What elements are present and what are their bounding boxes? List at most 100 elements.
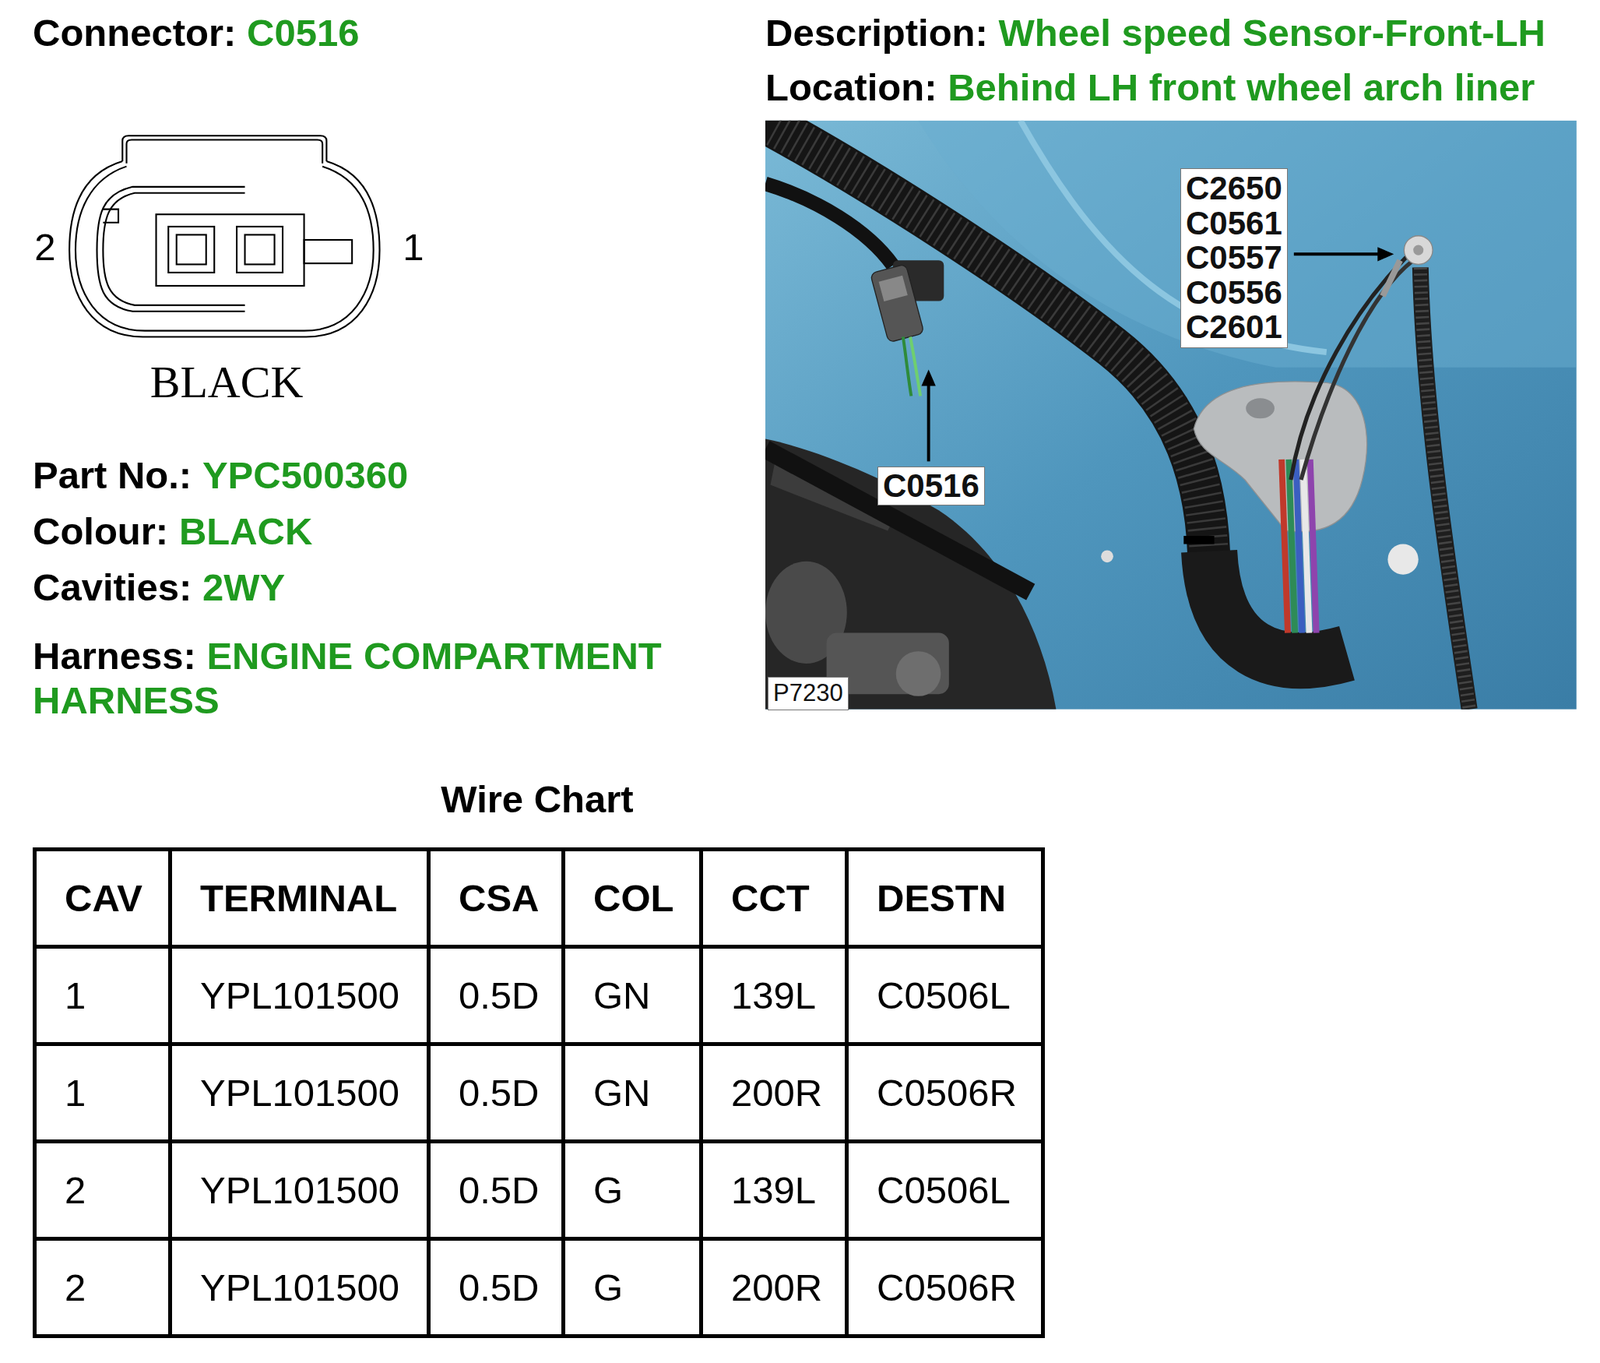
cell-value: G <box>593 1265 623 1309</box>
header-cell: CAV <box>35 849 171 947</box>
cell-value: 1 <box>64 1071 86 1114</box>
illustration-part <box>1209 551 1347 661</box>
cell-value: 1 <box>64 974 86 1017</box>
field-name: Harness: <box>32 634 197 677</box>
callout-text: C2650 C0561 C0557 C0556 C2601 <box>1185 171 1283 345</box>
illustration-part <box>1403 235 1433 265</box>
cell-value: 139L <box>731 974 816 1017</box>
illustration-part <box>765 120 1577 710</box>
table-cell: G <box>563 1238 702 1337</box>
cell-value: 0.5D <box>458 974 540 1017</box>
cell-value: 200R <box>731 1265 823 1309</box>
info-row: Part No.:YPC500360 <box>32 453 734 498</box>
table-cell: 0.5D <box>429 1141 564 1239</box>
illustration-part <box>1387 544 1418 575</box>
table-title: Wire Chart <box>440 777 633 821</box>
table-cell: 1 <box>35 946 171 1045</box>
field-name: Cavities: <box>32 566 192 609</box>
info-row: Location:Behind LH front wheel arch line… <box>765 65 1596 110</box>
illustration-part <box>1382 260 1400 296</box>
cell-value: 2 <box>64 1168 86 1211</box>
drawing-group <box>69 120 1577 710</box>
field-name: Location: <box>765 66 937 109</box>
table-cell: 2 <box>35 1141 171 1239</box>
illustration-part <box>1420 267 1470 709</box>
table-cell: YPL101500 <box>170 1141 430 1239</box>
table-cell: 2 <box>35 1238 171 1337</box>
data-row: 1YPL1015000.5DGN139LC0506L <box>35 946 1044 1045</box>
info-row: Harness:ENGINE COMPARTMENT HARNESS <box>32 633 734 723</box>
header-row: CAV TERMINAL CSA COL CCT DESTN <box>35 849 1044 947</box>
cell-value: 139L <box>731 1168 816 1211</box>
wire-chart: CAVTERMINALCSACOLCCTDESTN1YPL1015000.5DG… <box>32 847 1045 1338</box>
column-heading: CAV <box>64 876 143 919</box>
data-row: 1 YPL101500 0.5D GN 200RC0506R <box>35 1044 1044 1142</box>
field-value: 2WY <box>202 566 285 609</box>
table-cell: 200R <box>701 1044 848 1142</box>
header-cell: CSA <box>429 849 564 947</box>
column-heading: TERMINAL <box>200 876 398 919</box>
illustration-part <box>775 127 1210 572</box>
table-cell: 0.5D <box>429 1238 564 1337</box>
column-heading: CSA <box>458 876 539 919</box>
illustration-part <box>168 226 215 273</box>
illustration-part <box>1183 535 1214 544</box>
info-row: Description:Wheel speed Sensor-Front-LH <box>765 10 1596 56</box>
cell-value: 0.5D <box>458 1071 540 1114</box>
column-heading: COL <box>593 876 674 919</box>
illustration-part <box>870 263 925 343</box>
illustration-part <box>97 186 246 312</box>
table-cell: YPL101500 <box>170 1044 430 1142</box>
callout-text: C0516 <box>882 469 980 503</box>
table-cell: C0506R <box>847 1044 1044 1142</box>
connector-colour: BLACK <box>150 356 304 409</box>
table-cell: 1 <box>35 1044 171 1142</box>
info-row: Connector:C0516 <box>32 10 734 56</box>
illustration-part <box>1301 260 1414 480</box>
table-cell: YPL101500 <box>170 946 430 1045</box>
illustration-part <box>102 209 119 223</box>
cell-value: GN <box>593 1071 651 1114</box>
cell-value: 0.5D <box>458 1168 540 1211</box>
header-cell: DESTN <box>847 849 1044 947</box>
illustration-part <box>1310 459 1317 633</box>
column-heading: CCT <box>731 876 810 919</box>
illustration-part <box>1377 246 1394 261</box>
illustration-part <box>765 439 1057 710</box>
illustration-part <box>927 382 931 461</box>
illustration-part <box>921 369 936 386</box>
illustration-part <box>910 336 921 396</box>
illustration-part <box>879 275 908 302</box>
cell-value: G <box>593 1168 623 1211</box>
location-photo <box>765 120 1577 710</box>
table-cell: G <box>563 1141 702 1239</box>
illustration-part <box>304 239 353 264</box>
illustration-part <box>1413 245 1424 256</box>
illustration-part <box>918 120 1577 368</box>
table-cell: YPL101500 <box>170 1238 430 1337</box>
cell-value: 0.5D <box>458 1265 540 1309</box>
field-name: Colour: <box>32 509 169 553</box>
cell-value: GN <box>593 974 651 1017</box>
illustration-part <box>775 127 1210 572</box>
cell-value: YPL101500 <box>200 974 400 1017</box>
illustration-part <box>1100 549 1114 563</box>
cell-value: YPL101500 <box>200 1168 400 1211</box>
illustration-part <box>1294 252 1380 256</box>
cell-value: YPL101500 <box>200 1265 400 1309</box>
callout-box: C0516 <box>877 466 985 506</box>
illustration-part <box>896 650 942 697</box>
callout-box: C2650 C0561 C0557 C0556 C2601 <box>1180 168 1288 349</box>
illustration-part <box>903 336 911 396</box>
field-value: Wheel speed Sensor-Front-LH <box>998 11 1546 54</box>
table-cell: GN <box>563 946 702 1045</box>
illustration-part <box>75 166 374 331</box>
field-value: C0516 <box>246 11 359 54</box>
cell-value: YPL101500 <box>200 1071 400 1114</box>
pin-number: 2 <box>34 225 56 269</box>
column <box>35 849 171 1337</box>
illustration-part <box>765 183 894 266</box>
header-cell: CCT <box>701 849 848 947</box>
field-name: Part No.: <box>32 453 192 496</box>
